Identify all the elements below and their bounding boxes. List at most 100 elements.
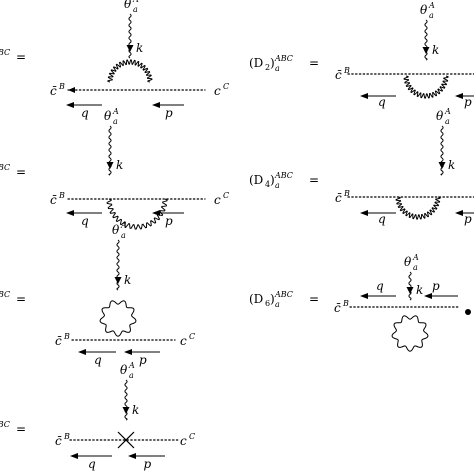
svg-text:BC: BC xyxy=(0,48,10,57)
svg-text:): ) xyxy=(270,56,275,70)
momentum-k-arrow xyxy=(114,277,122,284)
cbar-label: c̄B xyxy=(334,299,349,315)
svg-text:B: B xyxy=(343,189,350,198)
momentum-q-arrow xyxy=(66,102,102,108)
svg-text:θ: θ xyxy=(404,255,412,269)
svg-text:(D: (D xyxy=(249,56,263,70)
momentum-k-arrow xyxy=(422,47,430,54)
momentum-q-arrow xyxy=(70,453,112,459)
external-gluon-line xyxy=(440,125,444,176)
svg-text:): ) xyxy=(270,173,275,187)
svg-text:c̄: c̄ xyxy=(50,84,57,98)
svg-text:θ: θ xyxy=(420,3,428,17)
svg-text:c̄: c̄ xyxy=(334,301,341,315)
svg-text:ABC: ABC xyxy=(274,290,293,299)
momentum-k-arrow xyxy=(126,45,134,52)
gluon-loop-bubble xyxy=(99,300,137,337)
momentum-p-arrow xyxy=(124,349,160,355)
momentum-k-arrow xyxy=(406,287,414,294)
momentum-k-arrow xyxy=(122,407,130,414)
svg-text:4: 4 xyxy=(265,180,270,189)
svg-text:A: A xyxy=(412,253,419,262)
svg-text:A: A xyxy=(428,1,435,10)
svg-text:c̄: c̄ xyxy=(335,191,342,205)
momentum-q-label: q xyxy=(81,106,89,120)
momentum-p-arrow xyxy=(424,293,458,299)
svg-text:ABC: ABC xyxy=(274,171,293,180)
momentum-p-label: p xyxy=(139,353,147,367)
svg-text:a: a xyxy=(445,117,450,126)
svg-text:c: c xyxy=(214,84,221,98)
svg-text:BC: BC xyxy=(0,163,10,172)
svg-text:θ: θ xyxy=(120,363,128,377)
momentum-p-arrow xyxy=(455,210,474,216)
svg-text:a: a xyxy=(275,300,280,309)
momentum-k-label: k xyxy=(116,158,123,172)
svg-text:c: c xyxy=(180,334,187,348)
svg-text:6: 6 xyxy=(265,299,270,308)
momentum-k-label: k xyxy=(432,43,439,57)
momentum-q-label: q xyxy=(94,353,102,367)
momentum-q-label: q xyxy=(378,95,386,109)
gluon-loop-bubble xyxy=(391,315,429,352)
external-gluon-line xyxy=(424,19,428,61)
svg-text:2: 2 xyxy=(265,63,270,72)
momentum-q-arrow xyxy=(360,93,396,99)
momentum-q-arrow xyxy=(360,210,396,216)
svg-text:=: = xyxy=(16,422,26,436)
svg-text:=: = xyxy=(309,56,319,70)
svg-text:c̄: c̄ xyxy=(55,334,62,348)
momentum-p-label: p xyxy=(144,457,152,471)
cbar-label: c̄B xyxy=(335,66,350,82)
svg-text:B: B xyxy=(58,191,65,200)
momentum-p-label: p xyxy=(165,214,173,228)
svg-text:C: C xyxy=(189,432,195,441)
svg-text:=: = xyxy=(16,50,26,64)
momentum-k-label: k xyxy=(124,273,131,287)
internal-gluon-arc xyxy=(107,59,153,83)
momentum-p-arrow xyxy=(152,210,184,216)
svg-text:a: a xyxy=(275,64,280,73)
momentum-p-label: p xyxy=(464,95,472,109)
svg-text:A: A xyxy=(444,107,451,116)
ghost-flow-arrow xyxy=(68,87,75,93)
svg-text:=: = xyxy=(309,173,319,187)
momentum-k-label: k xyxy=(448,158,455,172)
svg-text:B: B xyxy=(342,299,349,308)
svg-text:ABC: ABC xyxy=(0,420,10,429)
momentum-q-label: q xyxy=(378,212,386,226)
svg-text:a: a xyxy=(129,371,134,380)
theta-label: θAa xyxy=(124,0,139,14)
momentum-q-label: q xyxy=(81,214,89,228)
svg-text:BC: BC xyxy=(0,290,10,299)
cbar-label: c̄B xyxy=(50,82,65,98)
svg-text:(D: (D xyxy=(249,173,263,187)
svg-text:C: C xyxy=(223,191,229,200)
vertex-dot xyxy=(465,309,471,315)
svg-text:a: a xyxy=(275,181,280,190)
svg-text:=: = xyxy=(309,292,319,306)
svg-text:A: A xyxy=(132,0,139,4)
svg-text:a: a xyxy=(113,117,118,126)
svg-text:B: B xyxy=(343,66,350,75)
momentum-p-arrow xyxy=(455,93,474,99)
svg-text:A: A xyxy=(120,221,127,230)
svg-text:c: c xyxy=(214,193,221,207)
svg-text:a: a xyxy=(121,231,126,240)
svg-text:B: B xyxy=(63,432,70,441)
